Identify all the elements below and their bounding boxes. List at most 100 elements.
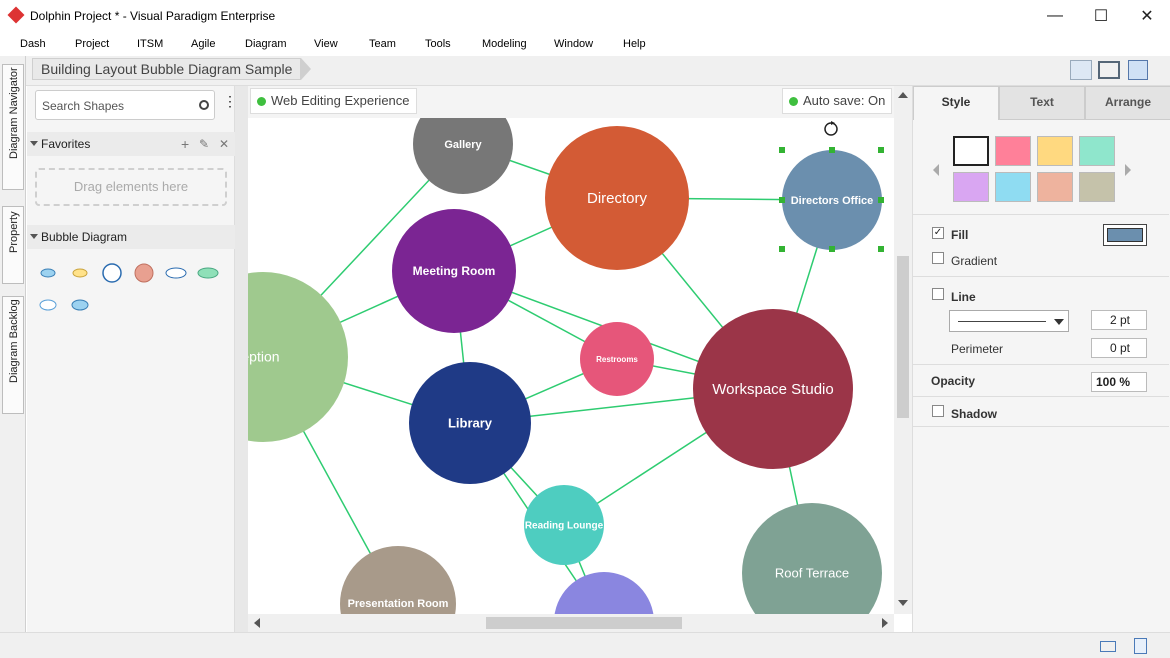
line-style-dropdown[interactable]	[949, 310, 1069, 332]
swatch-prev-icon[interactable]	[933, 164, 939, 176]
fit-diagram-icon[interactable]	[1098, 61, 1120, 79]
search-icon[interactable]	[199, 100, 209, 110]
tab-property[interactable]: Property	[2, 206, 24, 284]
filled-ellipse-shape-icon[interactable]	[197, 267, 219, 279]
favorites-drop-zone[interactable]: Drag elements here	[35, 168, 227, 206]
tab-text[interactable]: Text	[999, 86, 1085, 120]
star-shape-icon[interactable]	[72, 268, 88, 278]
gradient-checkbox[interactable]	[932, 252, 944, 264]
connector-shape-icon[interactable]	[40, 268, 56, 278]
menu-diagram[interactable]: Diagram	[245, 38, 287, 50]
swatch-lavender[interactable]	[953, 172, 989, 202]
swatch-sky[interactable]	[995, 172, 1031, 202]
selection-handles[interactable]	[779, 147, 884, 252]
menu-view[interactable]: View	[314, 38, 338, 50]
menu-agile[interactable]: Agile	[191, 38, 216, 50]
menu-help[interactable]: Help	[623, 38, 646, 50]
menu-project[interactable]: Project	[75, 38, 110, 50]
perimeter-spinner[interactable]: 0 pt	[1091, 338, 1147, 358]
menu-itsm[interactable]: ITSM	[137, 38, 164, 50]
rotate-handle-icon[interactable]	[824, 121, 838, 136]
bubble-restrooms[interactable]: Restrooms	[580, 322, 654, 396]
bubble-gallery[interactable]: Gallery	[413, 94, 513, 194]
tab-diagram-backlog[interactable]: Diagram Backlog	[2, 296, 24, 414]
bubble-workspace[interactable]: Workspace Studio	[693, 309, 853, 469]
bubble-restrooms-shape[interactable]	[580, 322, 654, 396]
bubble-unnamed[interactable]	[554, 572, 654, 614]
fill-checkbox[interactable]: ✓	[932, 227, 944, 239]
ellipse-shape-icon[interactable]	[165, 267, 187, 279]
bubble-directory-shape[interactable]	[545, 126, 689, 270]
more-options-icon[interactable]: ⋮	[223, 93, 237, 109]
bubble-directors-shape[interactable]	[782, 150, 882, 250]
pane-splitter[interactable]	[235, 86, 248, 632]
favorites-header[interactable]: Favorites	[27, 132, 235, 156]
bubble-diagram[interactable]: Gallery Directory Directors OfficeMeeting …	[248, 86, 894, 614]
bubble-directors[interactable]: Directors Office	[782, 150, 882, 250]
search-shapes-input[interactable]: Search Shapes	[35, 90, 215, 120]
fill-color-picker[interactable]	[1103, 224, 1147, 246]
bubble-presentation[interactable]: Presentation Room	[340, 546, 456, 614]
swatch-salmon[interactable]	[1037, 172, 1073, 202]
cloud-shape-icon[interactable]	[39, 299, 57, 311]
bubble-meeting-shape[interactable]	[392, 209, 516, 333]
tab-diagram-navigator[interactable]: Diagram Navigator	[2, 64, 24, 190]
bubble-reception-shape[interactable]	[248, 272, 348, 442]
bubble-meeting[interactable]: Meeting Room	[392, 209, 516, 333]
shadow-checkbox[interactable]	[932, 405, 944, 417]
vertical-scroll-thumb[interactable]	[897, 256, 909, 418]
edit-icon[interactable]: ✎	[199, 137, 210, 151]
close-button[interactable]: ✕	[1140, 8, 1154, 25]
mail-icon[interactable]	[1100, 641, 1116, 652]
bubble-diagram-header[interactable]: Bubble Diagram	[27, 225, 235, 249]
opacity-spinner[interactable]: 100 %	[1091, 372, 1147, 392]
swatch-yellow[interactable]	[1037, 136, 1073, 166]
swatch-white[interactable]	[953, 136, 989, 166]
tab-style[interactable]: Style	[913, 86, 999, 120]
chevron-down-icon[interactable]	[30, 141, 38, 146]
diagram-settings-icon[interactable]	[1128, 60, 1148, 80]
menu-window[interactable]: Window	[554, 38, 594, 50]
bubble-directory[interactable]: Directory	[545, 126, 689, 270]
menu-tools[interactable]: Tools	[425, 38, 451, 50]
swatch-next-icon[interactable]	[1125, 164, 1131, 176]
swatch-khaki[interactable]	[1079, 172, 1115, 202]
menu-dash[interactable]: Dash	[20, 38, 46, 50]
bubble-roof[interactable]: Roof Terrace	[742, 503, 882, 614]
menu-modeling[interactable]: Modeling	[482, 38, 527, 50]
swatch-mint[interactable]	[1079, 136, 1115, 166]
line-width-spinner[interactable]: 2 pt	[1091, 310, 1147, 330]
bubble-workspace-shape[interactable]	[693, 309, 853, 469]
bubble-reading[interactable]: Reading Lounge	[524, 485, 604, 565]
horizontal-scroll-thumb[interactable]	[486, 617, 682, 629]
scroll-up-icon[interactable]	[898, 92, 908, 98]
line-checkbox[interactable]	[932, 288, 944, 300]
announcement-icon[interactable]	[1070, 60, 1092, 80]
bubble-gallery-shape[interactable]	[413, 94, 513, 194]
vertical-scrollbar[interactable]	[894, 86, 912, 614]
filled-circle-shape-icon[interactable]	[134, 263, 154, 283]
breadcrumb[interactable]: Building Layout Bubble Diagram Sample	[32, 58, 312, 80]
autosave-badge[interactable]: Auto save: On	[782, 88, 893, 114]
horizontal-scrollbar[interactable]	[248, 614, 894, 632]
notes-icon[interactable]	[1134, 638, 1147, 654]
minimize-button[interactable]: —	[1047, 7, 1063, 24]
bubble-library[interactable]: Library	[409, 362, 531, 484]
menu-team[interactable]: Team	[369, 38, 396, 50]
close-icon[interactable]: ✕	[219, 137, 230, 151]
chevron-down-icon[interactable]	[30, 234, 38, 239]
bubble-roof-shape[interactable]	[742, 503, 882, 614]
bubble-presentation-shape[interactable]	[340, 546, 456, 614]
maximize-button[interactable]: ☐	[1093, 8, 1109, 25]
bubble-unnamed-shape[interactable]	[554, 572, 654, 614]
bubble-reading-shape[interactable]	[524, 485, 604, 565]
tab-arrange[interactable]: Arrange	[1085, 86, 1170, 120]
web-editing-badge[interactable]: Web Editing Experience	[250, 88, 417, 114]
scroll-right-icon[interactable]	[882, 618, 888, 628]
circle-shape-icon[interactable]	[102, 263, 122, 283]
swatch-pink[interactable]	[995, 136, 1031, 166]
scroll-down-icon[interactable]	[898, 600, 908, 606]
bubble-library-shape[interactable]	[409, 362, 531, 484]
scroll-left-icon[interactable]	[254, 618, 260, 628]
